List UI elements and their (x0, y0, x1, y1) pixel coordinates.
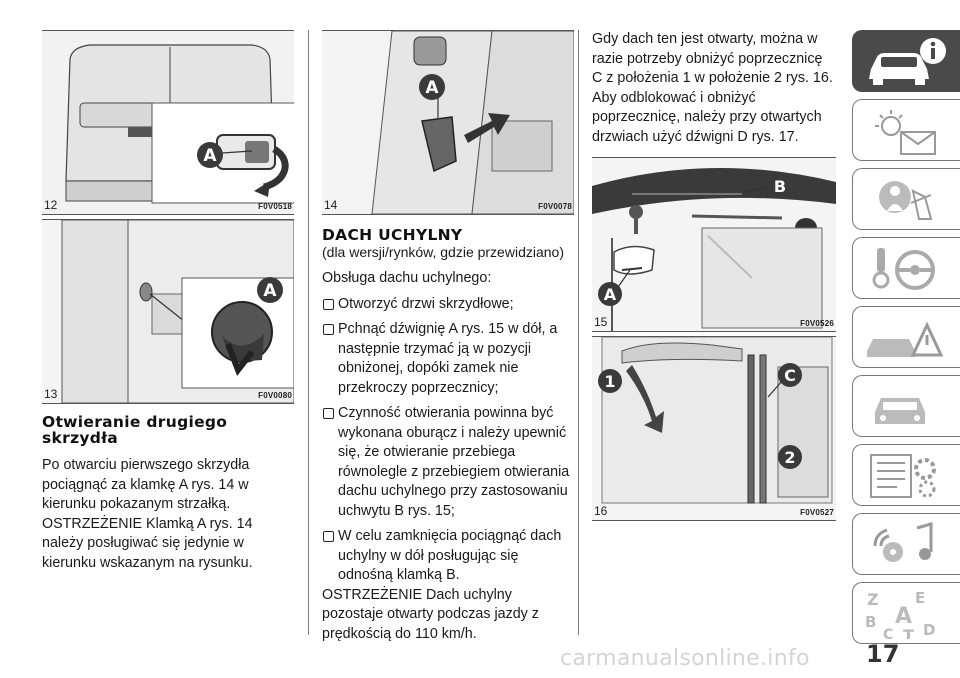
figure-14-illustration: A (322, 31, 574, 214)
figure-number: 12 (44, 198, 58, 212)
figure-13-illustration: A (42, 220, 294, 403)
callout-2: 2 (784, 448, 795, 467)
figure-number: 13 (44, 387, 58, 401)
steering-wheel-key-icon (872, 248, 935, 290)
tab-emergency[interactable] (852, 306, 960, 368)
figure-code: F0V0080 (258, 391, 292, 400)
airbag-seatbelt-icon (879, 181, 933, 220)
column-2: A 14 F0V0078 DACH UCHYLNY (dla wersji/ry… (322, 30, 574, 644)
column-divider (578, 30, 579, 635)
car-info-icon (869, 38, 946, 85)
index-icon: Z E B A C T D (865, 589, 935, 639)
index-letter: D (923, 621, 935, 639)
figure-14: A 14 F0V0078 (322, 30, 574, 215)
figure-12: A 12 F0V0518 (42, 30, 294, 215)
callout-a: A (203, 146, 217, 166)
index-letter: Z (867, 590, 879, 609)
bullet-item: Pchnąć dźwignię A rys. 15 w dół, a nastę… (322, 320, 574, 398)
bullet-item: Czynność otwierania powinna być wykonana… (322, 404, 574, 521)
figure-16-illustration: 1 C 2 (592, 337, 836, 520)
index-letter: A (895, 604, 912, 629)
section-heading: Otwieranie drugiego skrzydła (42, 413, 228, 447)
figure-16: 1 C 2 16 F0V0527 (592, 336, 836, 521)
index-letter: C (883, 627, 893, 639)
callout-1: 1 (604, 372, 615, 391)
column-divider (308, 30, 309, 635)
tab-starting-driving[interactable] (852, 237, 960, 299)
warning-lights-icon (875, 110, 936, 155)
chapter-tabs: Z E B A C T D (852, 30, 960, 651)
tab-car-info[interactable] (852, 30, 960, 92)
figure-15-illustration: B A (592, 158, 836, 331)
figure-number: 15 (594, 315, 608, 329)
figure-12-illustration: A (42, 31, 294, 214)
index-letter: T (903, 626, 914, 639)
watermark: carmanualsonline.info (560, 646, 810, 671)
callout-b: B (774, 177, 786, 196)
tab-warning-lights[interactable] (852, 99, 960, 161)
figure-code: F0V0518 (258, 202, 292, 211)
intro-text: Obsługa dachu uchylnego: (322, 270, 492, 286)
breakdown-triangle-icon (867, 321, 944, 357)
figure-15: B A 15 F0V0526 (592, 157, 836, 332)
section-subheading: (dla wersji/rynków, gdzie przewidziano) (322, 244, 564, 260)
multimedia-icon (873, 522, 933, 562)
callout-a: A (263, 281, 277, 301)
figure-code: F0V0078 (538, 202, 572, 211)
tab-safety[interactable] (852, 168, 960, 230)
warning-text: OSTRZEŻENIE Dach uchylny pozostaje otwar… (322, 586, 539, 642)
column-3: Gdy dach ten jest otwarty, można w razie… (592, 30, 836, 521)
paragraph: Gdy dach ten jest otwarty, można w razie… (592, 31, 833, 145)
callout-a: A (604, 285, 617, 304)
figure-code: F0V0526 (800, 319, 834, 328)
figure-number: 16 (594, 504, 608, 518)
car-service-icon (875, 398, 925, 424)
section-heading: DACH UCHYLNY (322, 226, 463, 244)
tab-technical-data[interactable] (852, 444, 960, 506)
figure-13: A 13 F0V0080 (42, 219, 294, 404)
figure-code: F0V0527 (800, 508, 834, 517)
tab-maintenance[interactable] (852, 375, 960, 437)
callout-c: C (784, 366, 796, 385)
paragraph: Po otwarciu pierwszego skrzydła pociągną… (42, 457, 253, 571)
callout-a: A (425, 78, 439, 98)
page-number: 17 (866, 640, 900, 668)
index-letter: B (865, 613, 876, 631)
index-letter: E (915, 589, 925, 607)
bullet-item: Otworzyć drzwi skrzydłowe; (322, 295, 574, 315)
tab-index[interactable]: Z E B A C T D (852, 582, 960, 644)
bullet-item: W celu zamknięcia pociągnąć dach uchylny… (322, 527, 574, 586)
technical-data-icon (870, 454, 936, 498)
column-1: A 12 F0V0518 A 13 F0V0080 Otwieranie dru… (42, 30, 294, 573)
tab-multimedia[interactable] (852, 513, 960, 575)
figure-number: 14 (324, 198, 338, 212)
